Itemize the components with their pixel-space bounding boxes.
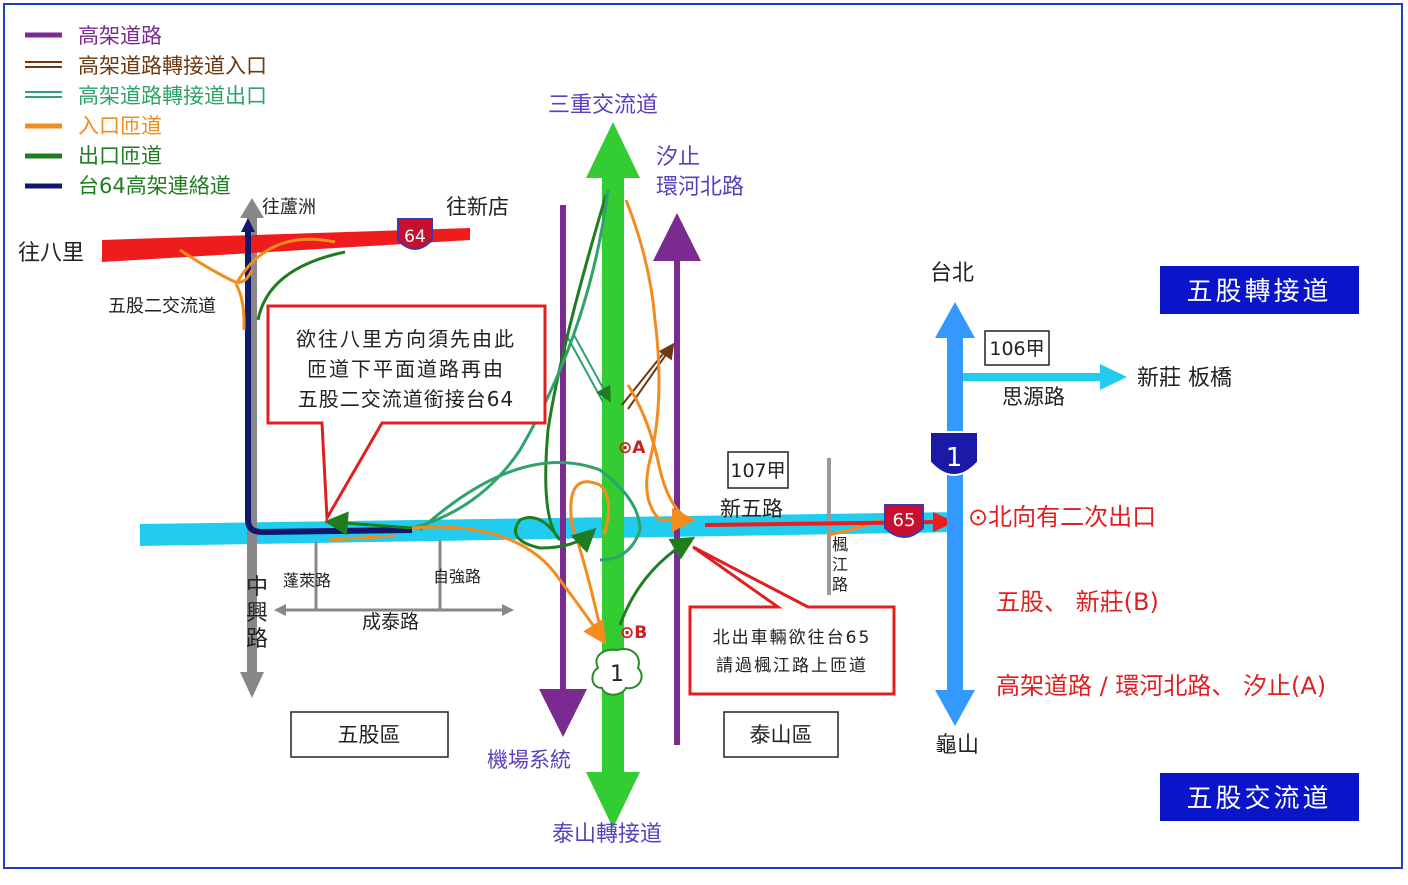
- route-box-106-label: 106甲: [989, 338, 1044, 360]
- label-xindian: 往新店: [446, 195, 509, 219]
- shield-64: 64: [397, 218, 433, 250]
- legend-label-on-ramp: 入口匝道: [78, 114, 162, 138]
- district-box-wugu: [290, 711, 449, 758]
- svg-text:1: 1: [610, 662, 624, 687]
- svg-text:65: 65: [893, 510, 916, 531]
- title-box-transfer: [1160, 266, 1359, 314]
- label-guishan: 龜山: [935, 733, 979, 758]
- label-huanhe: 環河北路: [656, 175, 744, 200]
- svg-text:中: 中: [246, 575, 268, 600]
- legend: 高架道路 高架道路轉接道入口 高架道路轉接道出口 入口匝道 出口匝道 台64高架…: [25, 24, 267, 198]
- label-sanchong: 三重交流道: [548, 93, 658, 118]
- b-exit-note: 五股、 新莊(B): [996, 588, 1159, 616]
- off-ramp-xindian: [256, 250, 346, 321]
- svg-text:江: 江: [832, 555, 848, 574]
- legend-label-entry-transfer: 高架道路轉接道入口: [78, 54, 267, 78]
- label-fengjiang: 楓 江 路: [832, 535, 848, 594]
- shield-1-white: 1: [591, 648, 643, 696]
- label-luzhou: 往蘆洲: [262, 197, 316, 218]
- label-taishan-jct: 泰山轉接道: [552, 822, 662, 847]
- route-65-arrow: [933, 512, 955, 532]
- legend-label-link: 台64高架連絡道: [78, 174, 231, 198]
- route-box-107-label: 107甲: [730, 460, 785, 482]
- hwy1-arrow-south: [586, 772, 640, 828]
- siyuan-arrow: [1100, 364, 1127, 390]
- route-box-106: [984, 330, 1050, 366]
- label-zhongxing: 中 興 路: [246, 575, 268, 652]
- callout-right-line-2: 請過楓江路上匝道: [716, 656, 868, 676]
- route-64-link: [245, 225, 413, 536]
- label-siyuan: 思源路: [1002, 385, 1065, 409]
- label-xinzhuang-banqiao: 新莊 板橋: [1137, 366, 1232, 391]
- legend-label-off-ramp: 出口匝道: [78, 144, 162, 168]
- label-chengtai: 成泰路: [362, 611, 419, 633]
- label-xizhi: 汐止: [656, 145, 700, 170]
- a-exit-note: 高架道路 / 環河北路、 汐止(A): [996, 672, 1326, 700]
- label-bali: 往八里: [18, 241, 84, 266]
- svg-text:路: 路: [832, 575, 848, 594]
- svg-text:64: 64: [404, 227, 426, 247]
- svg-text:路: 路: [246, 627, 268, 652]
- callout-right: 北出車輛欲往台65 請過楓江路上匝道: [688, 545, 896, 696]
- district-box-taishan: [723, 711, 839, 758]
- title-transfer-label: 五股轉接道: [1186, 277, 1331, 307]
- legend-label-elevated: 高架道路: [78, 24, 162, 48]
- label-xinwu: 新五路: [720, 497, 783, 521]
- label-wugu2: 五股二交流道: [108, 296, 216, 317]
- route-box-107: [727, 451, 789, 489]
- exit-transfer-ramp: [567, 337, 604, 403]
- svg-text:興: 興: [246, 601, 268, 626]
- callout-right-line-1: 北出車輛欲往台65: [713, 628, 872, 648]
- title-interchange-label: 五股交流道: [1186, 784, 1331, 814]
- district-taishan-label: 泰山區: [750, 723, 813, 747]
- callout-left: 欲往八里方向須先由此 匝道下平面道路再由 五股二交流道銜接台64: [266, 304, 547, 524]
- diagram-frame: [3, 3, 1403, 869]
- callout-left-line-2: 匝道下平面道路再由: [307, 357, 505, 381]
- label-ziqiang: 自強路: [433, 567, 481, 586]
- label-airport: 機場系統: [487, 748, 571, 772]
- blue-arrow-south: [935, 690, 975, 726]
- svg-text:1: 1: [946, 443, 963, 473]
- blue-arrow-north: [935, 302, 975, 338]
- national-highway-1: [602, 150, 624, 790]
- zhongxing-arrow-down: [240, 672, 264, 698]
- shield-1-blue: 1: [929, 431, 979, 476]
- route-64-viaduct: [102, 228, 470, 262]
- callout-left-line-1: 欲往八里方向須先由此: [296, 327, 516, 351]
- hwy1-arrow-north: [586, 122, 640, 178]
- title-box-interchange: [1160, 773, 1359, 821]
- north-exit-note: ⊙北向有二次出口: [968, 503, 1156, 531]
- district-wugu-label: 五股區: [338, 723, 401, 747]
- legend-label-exit-transfer: 高架道路轉接道出口: [78, 84, 267, 108]
- on-ramp-bali: [179, 248, 254, 284]
- shield-65: 65: [884, 504, 924, 538]
- svg-text:楓: 楓: [832, 535, 848, 554]
- marker-b: ⊙B: [620, 623, 647, 643]
- callout-left-line-3: 五股二交流道銜接台64: [298, 387, 514, 411]
- label-penglai: 蓬萊路: [283, 571, 331, 590]
- label-taipei: 台北: [930, 261, 974, 286]
- zhongxing-arrow-up: [240, 198, 264, 218]
- marker-a: ⊙A: [618, 438, 646, 458]
